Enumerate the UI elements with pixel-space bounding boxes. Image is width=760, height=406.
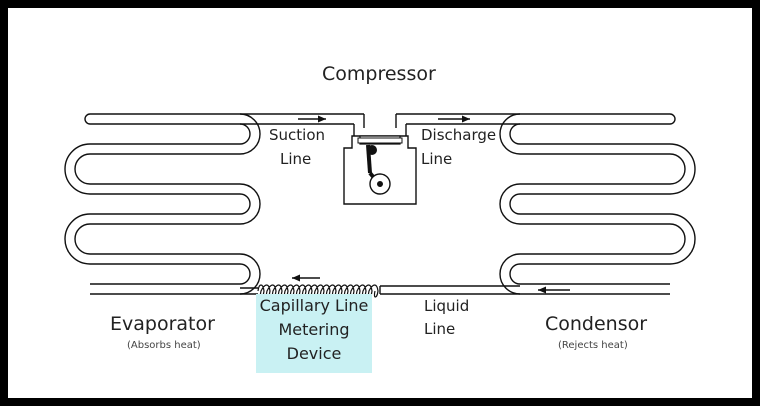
condensor-label: Condensor <box>545 313 648 335</box>
evaporator-coil <box>64 113 261 295</box>
evaporator-note: (Absorbs heat) <box>127 340 201 351</box>
compressor-housing <box>343 135 417 205</box>
discharge-line-label-2: Line <box>421 150 453 168</box>
suction-line-label-1: Suction <box>269 126 326 144</box>
suction-line-label-2: Line <box>280 150 312 168</box>
discharge-line-label-1: Discharge <box>421 126 497 144</box>
compressor-label: Compressor <box>322 63 436 85</box>
condensor-coil <box>499 113 696 295</box>
evaporator-label: Evaporator <box>110 313 215 335</box>
capillary-label-2: Metering <box>278 320 350 339</box>
piston-head <box>357 137 403 144</box>
refrigeration-cycle-diagram <box>64 113 696 298</box>
wrist-pin <box>367 145 377 155</box>
condensor-note: (Rejects heat) <box>558 340 628 351</box>
diagram-panel: Compressor Suction Line Discharge Line E… <box>8 8 752 398</box>
capillary-line-box: Capillary Line Metering Device <box>256 294 372 373</box>
capillary-label-3: Device <box>286 344 342 363</box>
liquid-line-label-2: Line <box>424 320 456 338</box>
capillary-label-1: Capillary Line <box>259 296 369 315</box>
liquid-line-label-1: Liquid <box>424 297 470 315</box>
compressor-unit <box>343 135 417 205</box>
